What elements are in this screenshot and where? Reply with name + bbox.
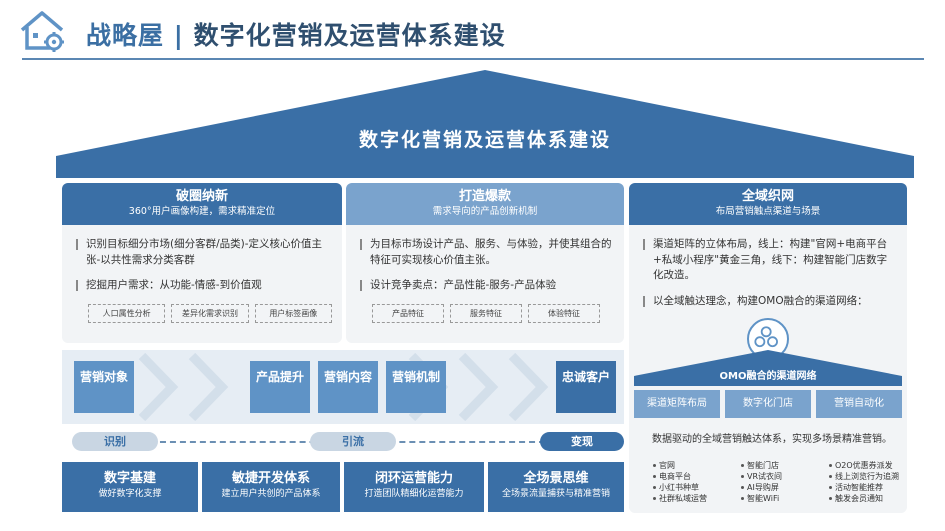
pillar-bullet: 挖掘用户需求：从功能-情感-到价值观	[74, 278, 332, 294]
pillar-bullet: 为目标市场设计产品、服务、与体验，并使其组合的特征可实现核心价值主张。	[358, 237, 614, 268]
title-prefix: 战略屋	[86, 21, 165, 50]
process-step: 营销机制	[386, 361, 446, 413]
omo-description: 数据驱动的全域营销触达体系，实现多场景精准营销。	[652, 434, 892, 445]
omo-box: 渠道矩阵布局	[634, 390, 720, 418]
pillar-header: 打造爆款 需求导向的产品创新机制	[346, 183, 624, 225]
house-gear-icon	[20, 11, 64, 52]
omo-box: 营销自动化	[816, 390, 902, 418]
process-step: 忠诚客户	[556, 361, 616, 413]
omo-title: OMO融合的渠道网络	[719, 371, 817, 382]
pillar-bullet: 设计竞争卖点：产品性能-服务-产品体验	[358, 278, 614, 294]
pillar-bullet: 识别目标细分市场(细分客群/品类)-定义核心价值主张-以共性需求分类客群	[74, 237, 332, 268]
foundation-title: 敏捷开发体系	[231, 471, 310, 486]
process-step: 营销内容	[318, 361, 378, 413]
foundation-subtitle: 建立用户共创的产品体系	[221, 489, 321, 499]
foundation-title: 全场景思维	[523, 471, 589, 486]
list-item: O2O优惠券派发	[828, 460, 899, 471]
foundation-block: 全场景思维 全场景流量捕获与精准营销	[488, 462, 624, 512]
roof-title: 数字化营销及运营体系建设	[358, 129, 611, 151]
pillar-subtitle: 360°用户画像构建，需求精准定位	[128, 206, 276, 217]
pillar-title: 打造爆款	[458, 189, 511, 204]
pillar-breakthrough: 破圈纳新 360°用户画像构建，需求精准定位 识别目标细分市场(细分客群/品类)…	[62, 183, 342, 343]
tag: 差异化需求识别	[171, 303, 249, 323]
pillar-subtitle: 布局营销触点渠道与场景	[715, 206, 821, 217]
foundation-block: 数字基建 做好数字化支撑	[62, 462, 198, 512]
list-item: 社群私域运营	[652, 493, 707, 504]
process-step: 产品提升	[250, 361, 310, 413]
list-item: 官网	[652, 460, 707, 471]
pillar-title: 全域织网	[741, 189, 794, 204]
foundation-subtitle: 全场景流量捕获与精准营销	[501, 489, 610, 499]
foundation-block: 闭环运营能力 打造团队精细化运营能力	[344, 462, 484, 512]
tag: 服务特征	[450, 303, 522, 323]
omo-roof-shape	[634, 350, 902, 386]
pillar-title: 破圈纳新	[175, 189, 228, 204]
process-band: 营销对象 产品提升 营销内容 营销机制 忠诚客户	[62, 350, 624, 424]
title-separator: |	[173, 21, 184, 50]
list-item: 小红书种草	[652, 482, 707, 493]
list-item: 电商平台	[652, 471, 707, 482]
pillar-subtitle: 需求导向的产品创新机制	[432, 206, 538, 217]
omo-list-offline: 智能门店 VR试衣间 AI导购屏 智能WiFi	[740, 460, 782, 504]
omo-box: 数字化门店	[725, 390, 811, 418]
tag: 用户标签画像	[254, 303, 332, 323]
stage-attract: 引流	[310, 432, 396, 451]
list-item: 活动智能推荐	[828, 482, 899, 493]
tag: 产品特征	[372, 303, 444, 323]
foundation-title: 数字基建	[103, 471, 156, 486]
omo-list-online: 官网 电商平台 小红书种草 社群私域运营	[652, 460, 707, 504]
pillar-bullet: 渠道矩阵的立体布局，线上：构建"官网+电商平台+私域小程序"黄金三角，线下：构建…	[641, 237, 897, 284]
page-title: 战略屋 | 数字化营销及运营体系建设	[86, 16, 506, 52]
list-item: 触发会员通知	[828, 493, 899, 504]
list-item: 智能WiFi	[740, 493, 782, 504]
foundation-subtitle: 做好数字化支撑	[98, 489, 162, 499]
pillar-bullet: 以全域触达理念，构建OMO融合的渠道网络：	[641, 294, 897, 310]
foundation-subtitle: 打造团队精细化运营能力	[364, 489, 464, 499]
list-item: VR试衣间	[740, 471, 782, 482]
stage-identify: 识别	[72, 432, 158, 451]
list-item: 线上浏览行为追溯	[828, 471, 899, 482]
omo-list-automation: O2O优惠券派发 线上浏览行为追溯 活动智能推荐 触发会员通知	[828, 460, 899, 504]
pillar-header: 全域织网 布局营销触点渠道与场景	[629, 183, 907, 225]
foundation-title: 闭环运营能力	[374, 471, 453, 486]
tag: 体验特征	[528, 303, 600, 323]
list-item: 智能门店	[740, 460, 782, 471]
process-step: 营销对象	[74, 361, 134, 413]
pillar-omnichannel: 全域织网 布局营销触点渠道与场景 渠道矩阵的立体布局，线上：构建"官网+电商平台…	[629, 183, 907, 513]
title-main: 数字化营销及运营体系建设	[193, 21, 506, 50]
foundation-block: 敏捷开发体系 建立用户共创的产品体系	[202, 462, 340, 512]
header-divider	[22, 58, 924, 60]
pillar-hit-product: 打造爆款 需求导向的产品创新机制 为目标市场设计产品、服务、与体验，并使其组合的…	[346, 183, 624, 343]
pillar-header: 破圈纳新 360°用户画像构建，需求精准定位	[62, 183, 342, 225]
tag: 人口属性分析	[88, 303, 166, 323]
roof-shape	[56, 70, 914, 178]
stage-monetize: 变现	[540, 432, 624, 451]
list-item: AI导购屏	[740, 482, 782, 493]
